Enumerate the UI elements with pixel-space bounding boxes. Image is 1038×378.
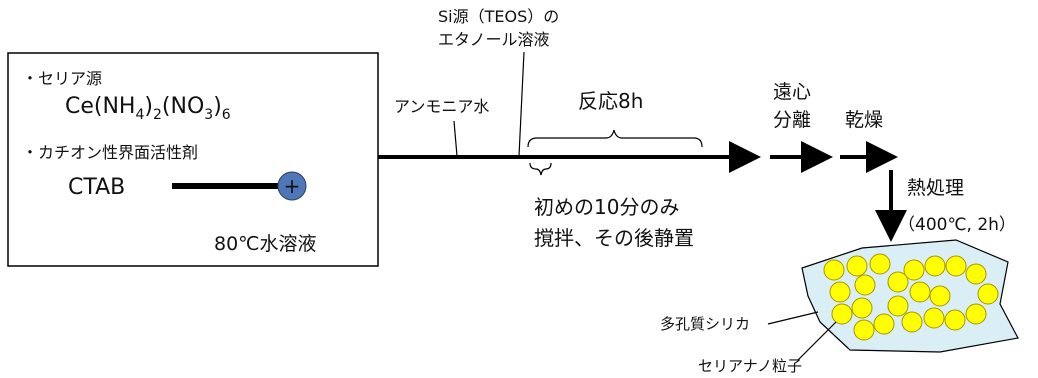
- si-source-pointer: [518, 51, 525, 157]
- stir-brace: [529, 162, 552, 176]
- solution-label: 80℃水溶液: [214, 233, 317, 255]
- reaction-label: 反応8h: [578, 89, 643, 113]
- reagent-box: [7, 52, 379, 267]
- ammonia-label: アンモニア水: [394, 97, 489, 116]
- ceria-nanoparticle: [829, 281, 851, 303]
- ceria-nanoparticle: [873, 313, 895, 335]
- ceria-nanoparticle: [854, 274, 876, 296]
- si-source-line2: エタノール溶液: [438, 30, 550, 49]
- ceria-formula: Ce(NH4)2(NO3)6: [65, 94, 231, 123]
- surfactant-label: ・カチオン性界面活性剤: [22, 143, 198, 162]
- ceria-nanoparticle: [944, 309, 966, 331]
- centrifuge-line1: 遠心: [773, 81, 811, 103]
- ceria-nanoparticle: [887, 295, 909, 317]
- porous-silica-label: 多孔質シリカ: [660, 315, 750, 333]
- heat-treatment-label: 熱処理: [907, 177, 964, 199]
- ceria-nanoparticle: [977, 283, 999, 305]
- ceria-nanoparticle: [903, 259, 925, 281]
- si-source-line1: Si源（TEOS）の: [438, 7, 559, 26]
- ctab-label: CTAB: [68, 175, 125, 200]
- ceria-nanoparticle: [851, 297, 873, 319]
- ceria-nanoparticle-label: セリアナノ粒子: [698, 357, 802, 375]
- ceria-nanoparticle: [823, 259, 845, 281]
- ceria-nanoparticle: [869, 253, 891, 275]
- plus-charge-icon: +: [284, 174, 301, 198]
- ceria-nanoparticle-pointer: [797, 321, 837, 361]
- centrifuge-line2: 分離: [773, 109, 811, 131]
- drying-label: 乾燥: [845, 109, 883, 131]
- heat-condition-label: （400℃, 2h）: [898, 215, 1016, 235]
- ceria-nanoparticle: [923, 307, 945, 329]
- porous-silica-pointer: [767, 311, 819, 325]
- ceria-nanoparticle: [846, 255, 868, 277]
- ceria-nanoparticle-cluster: [823, 253, 999, 341]
- ammonia-pointer: [453, 120, 458, 157]
- stir-note-line2: 撹拌、その後静置: [534, 226, 694, 250]
- ceria-nanoparticle: [901, 311, 923, 333]
- stir-note-line1: 初めの10分のみ: [534, 195, 679, 219]
- cationic-head: [277, 171, 307, 201]
- ceria-nanoparticle: [965, 303, 987, 325]
- ceria-nanoparticle: [853, 319, 875, 341]
- ceria-source-label: ・セリア源: [22, 69, 102, 88]
- ceria-nanoparticle: [924, 255, 946, 277]
- ceria-nanoparticle: [945, 255, 967, 277]
- ceria-nanoparticle: [929, 285, 951, 307]
- ceria-nanoparticle: [887, 271, 909, 293]
- ceria-nanoparticle: [831, 303, 853, 325]
- reaction-brace: [527, 129, 703, 148]
- ceria-nanoparticle: [909, 281, 931, 303]
- ceria-nanoparticle: [965, 263, 987, 285]
